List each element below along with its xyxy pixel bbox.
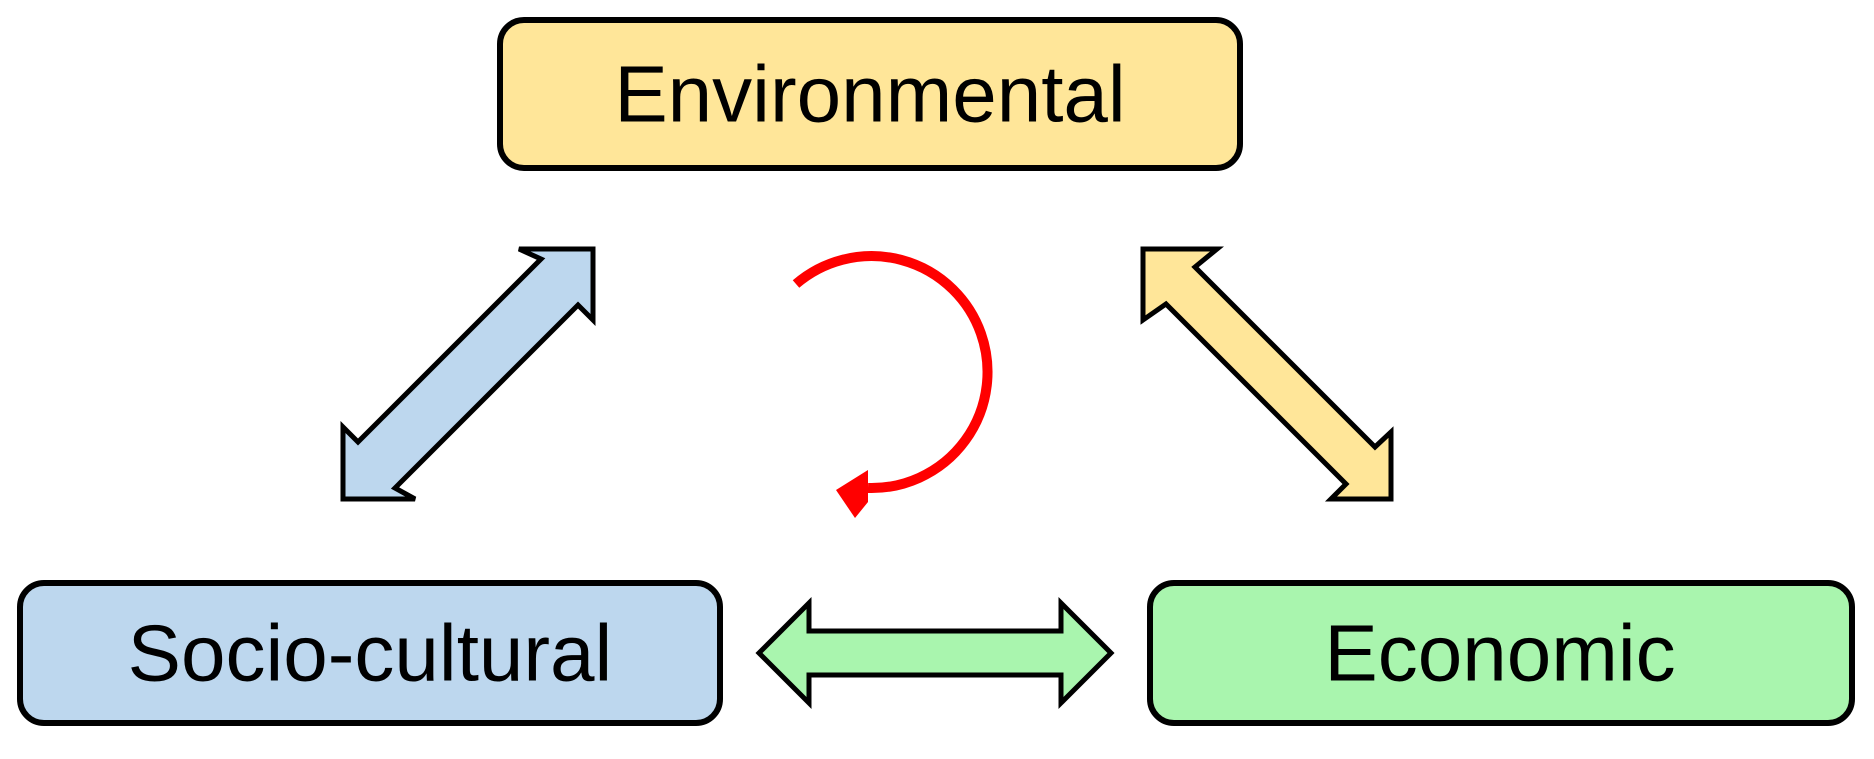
environmental-box [497, 17, 1243, 171]
socio-cultural-economic-double-arrow [755, 596, 1115, 710]
cycle-arrow [792, 251, 993, 518]
environmental-label: Environmental [614, 50, 1125, 139]
socio-cultural-box [17, 580, 723, 726]
environmental-socio-cultural-double-arrow [340, 246, 596, 502]
environmental-node: Environmental [497, 17, 1243, 171]
cycle-arrow-head-icon [836, 470, 868, 518]
socio-cultural-node: Socio-cultural [17, 580, 723, 726]
socio-cultural-label: Socio-cultural [128, 609, 613, 698]
economic-label: Economic [1324, 609, 1675, 698]
economic-node: Economic [1147, 580, 1855, 726]
economic-box [1147, 580, 1855, 726]
cycle-arrow-arc [792, 251, 993, 494]
environmental-economic-double-arrow [1140, 246, 1394, 502]
